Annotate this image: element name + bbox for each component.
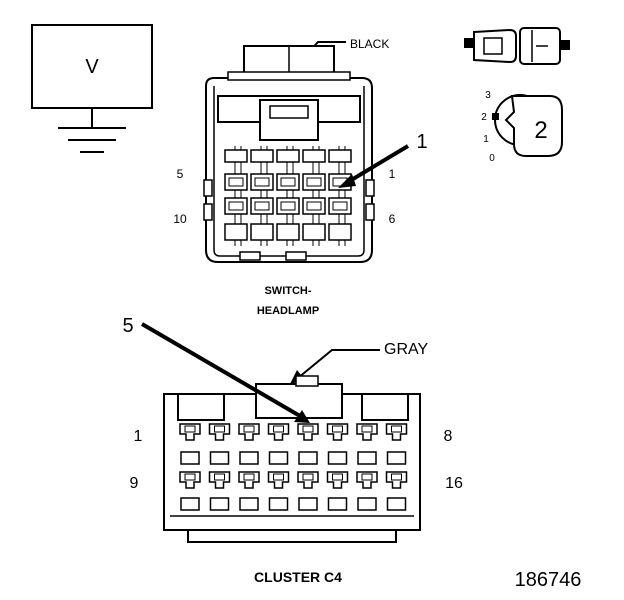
switch-side-view <box>464 27 570 65</box>
rotary-position-3: 3 <box>485 90 491 101</box>
cluster-pin-label-8: 8 <box>444 428 453 445</box>
switch-cavity <box>276 149 300 163</box>
cluster-bottom-cavity <box>239 497 259 511</box>
cluster-cavity <box>208 471 231 489</box>
cluster-mid-cavity <box>357 451 377 465</box>
cluster-mid-cavity <box>239 451 259 465</box>
switch-cavity <box>328 149 352 163</box>
switch-name-line1: SWITCH- <box>264 285 311 297</box>
cluster-name: CLUSTER C4 <box>254 569 342 585</box>
callout-5: 5 <box>122 315 133 337</box>
cluster-cavity <box>297 423 319 441</box>
switch-pin-label-1: 1 <box>389 167 396 181</box>
cluster-mid-cavity <box>298 451 318 465</box>
cluster-cavity <box>267 423 290 441</box>
cluster-c4-connector: GRAY 1 8 9 16 CLUSTER C4 <box>130 341 463 585</box>
cluster-pin-label-1: 1 <box>134 428 143 445</box>
cluster-bottom-cavity <box>298 497 318 511</box>
switch-cavity <box>224 149 248 163</box>
cluster-cavity <box>297 471 319 489</box>
cluster-cavity <box>385 471 408 489</box>
ground-icon <box>58 127 126 153</box>
cluster-cavity <box>179 471 201 489</box>
cluster-cavity <box>267 471 290 489</box>
switch-name-line2: HEADLAMP <box>257 305 319 317</box>
switch-cavity <box>224 223 248 241</box>
probe-arrow-5: 5 <box>122 315 310 423</box>
rotary-position-0: 0 <box>489 153 495 164</box>
callout-1: 1 <box>416 131 427 153</box>
switch-cavity <box>250 149 274 163</box>
black-color-label: BLACK <box>350 37 389 51</box>
gray-color-label: GRAY <box>384 341 428 358</box>
cluster-bottom-cavity <box>268 497 289 511</box>
figure-number: 186746 <box>515 569 582 591</box>
rotary-position-1: 1 <box>483 134 489 145</box>
voltmeter-symbol: V <box>85 56 99 78</box>
switch-cavity <box>250 223 274 241</box>
voltmeter-box <box>31 24 153 109</box>
switch-headlamp-connector: BLACK 5 1 10 6 SWITCH- HEADLAMP <box>173 37 395 317</box>
cluster-bottom-cavity <box>209 497 230 511</box>
cluster-bottom-cavity <box>180 497 200 511</box>
switch-cavity <box>328 223 352 241</box>
gray-leader-line <box>297 349 380 379</box>
cluster-cavity <box>356 471 378 489</box>
cluster-cavity <box>208 423 231 441</box>
cluster-mid-cavity <box>268 451 289 465</box>
cluster-cavity <box>356 423 378 441</box>
switch-cavity-grid <box>224 146 352 246</box>
cluster-pin-label-9: 9 <box>130 475 139 492</box>
switch-cavity <box>276 223 300 241</box>
cluster-bottom-cavity <box>357 497 377 511</box>
rotary-position-2: 2 <box>481 112 487 123</box>
cluster-cavity <box>238 423 260 441</box>
cluster-cavity <box>238 471 260 489</box>
cluster-mid-cavity <box>209 451 230 465</box>
cluster-bottom-cavity <box>327 497 348 511</box>
switch-pin-label-10: 10 <box>173 212 187 226</box>
probe-arrow-1: 1 <box>338 131 428 188</box>
cluster-cavity <box>326 471 349 489</box>
switch-pin-label-6: 6 <box>389 212 396 226</box>
cluster-bottom-cavity <box>386 497 407 511</box>
switch-cavity <box>302 149 326 163</box>
cluster-mid-cavity <box>180 451 200 465</box>
cluster-cavity <box>179 423 201 441</box>
cluster-mid-cavity <box>327 451 348 465</box>
rotary-callout: 2 <box>534 117 547 144</box>
cluster-mid-cavity <box>386 451 407 465</box>
cluster-cavity <box>326 423 349 441</box>
cluster-cavity-grid <box>179 423 408 511</box>
voltmeter: V <box>31 24 153 153</box>
switch-pin-label-5: 5 <box>177 167 184 181</box>
cluster-cavity <box>385 423 408 441</box>
rotary-switch: 3 2 1 0 2 <box>481 90 563 164</box>
switch-cavity <box>302 223 326 241</box>
cluster-pin-label-16: 16 <box>445 475 463 492</box>
